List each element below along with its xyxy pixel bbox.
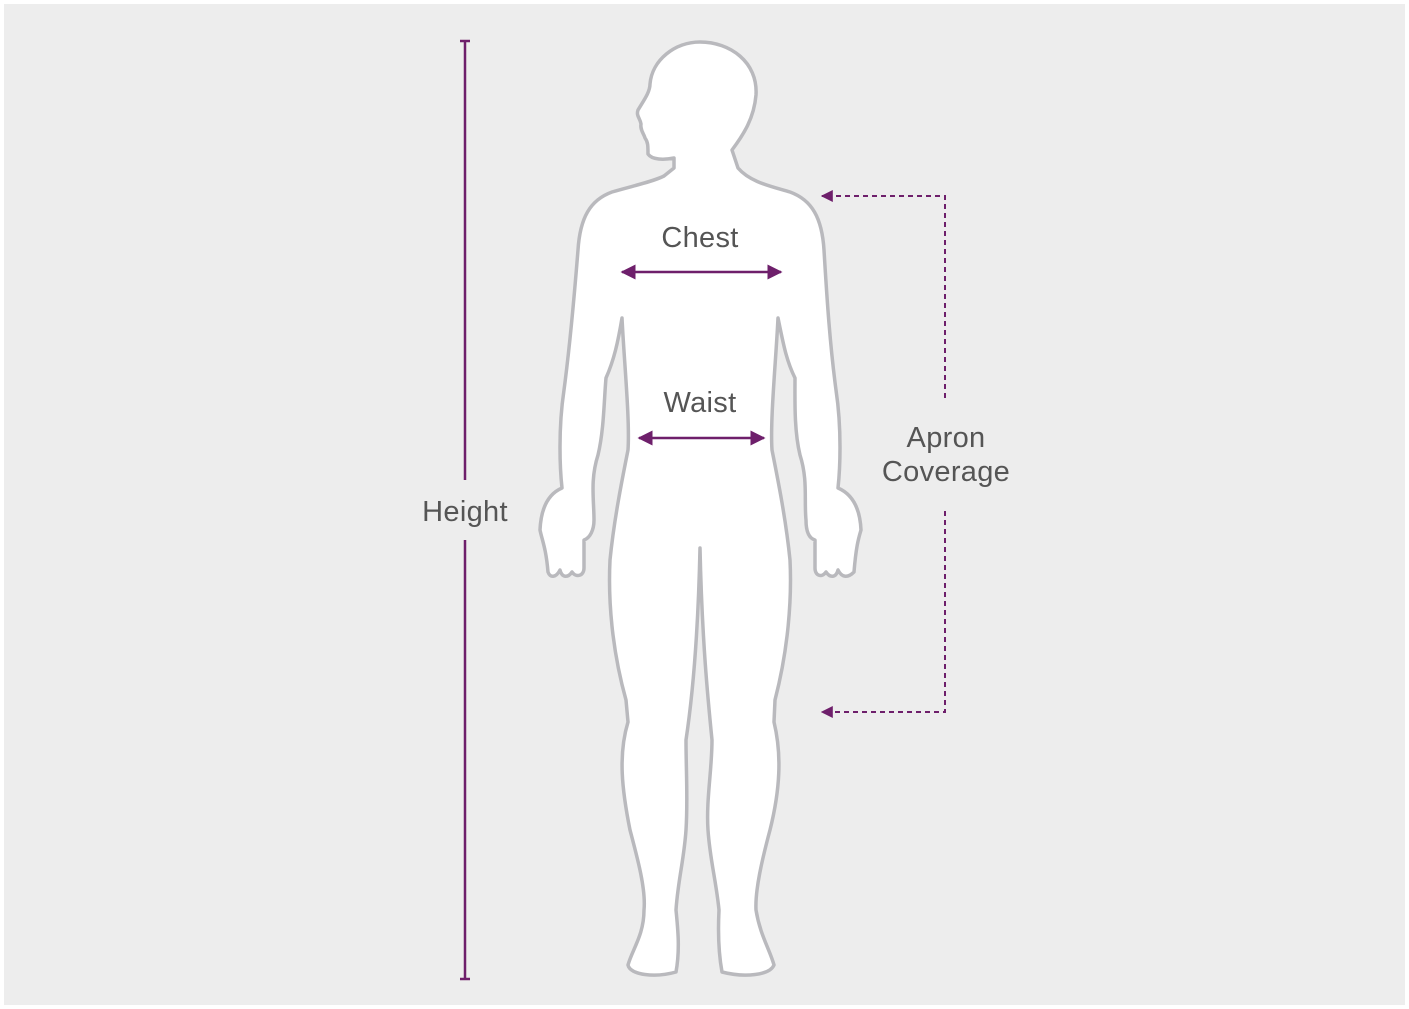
apron-coverage-label: Apron Coverage <box>882 421 1010 489</box>
apron-label-line2: Coverage <box>882 455 1010 489</box>
apron-bracket-top <box>822 196 945 398</box>
chest-label: Chest <box>661 221 738 255</box>
height-label: Height <box>420 495 510 529</box>
human-silhouette <box>540 42 861 975</box>
apron-label-line1: Apron <box>882 421 1010 455</box>
waist-label: Waist <box>664 386 737 420</box>
